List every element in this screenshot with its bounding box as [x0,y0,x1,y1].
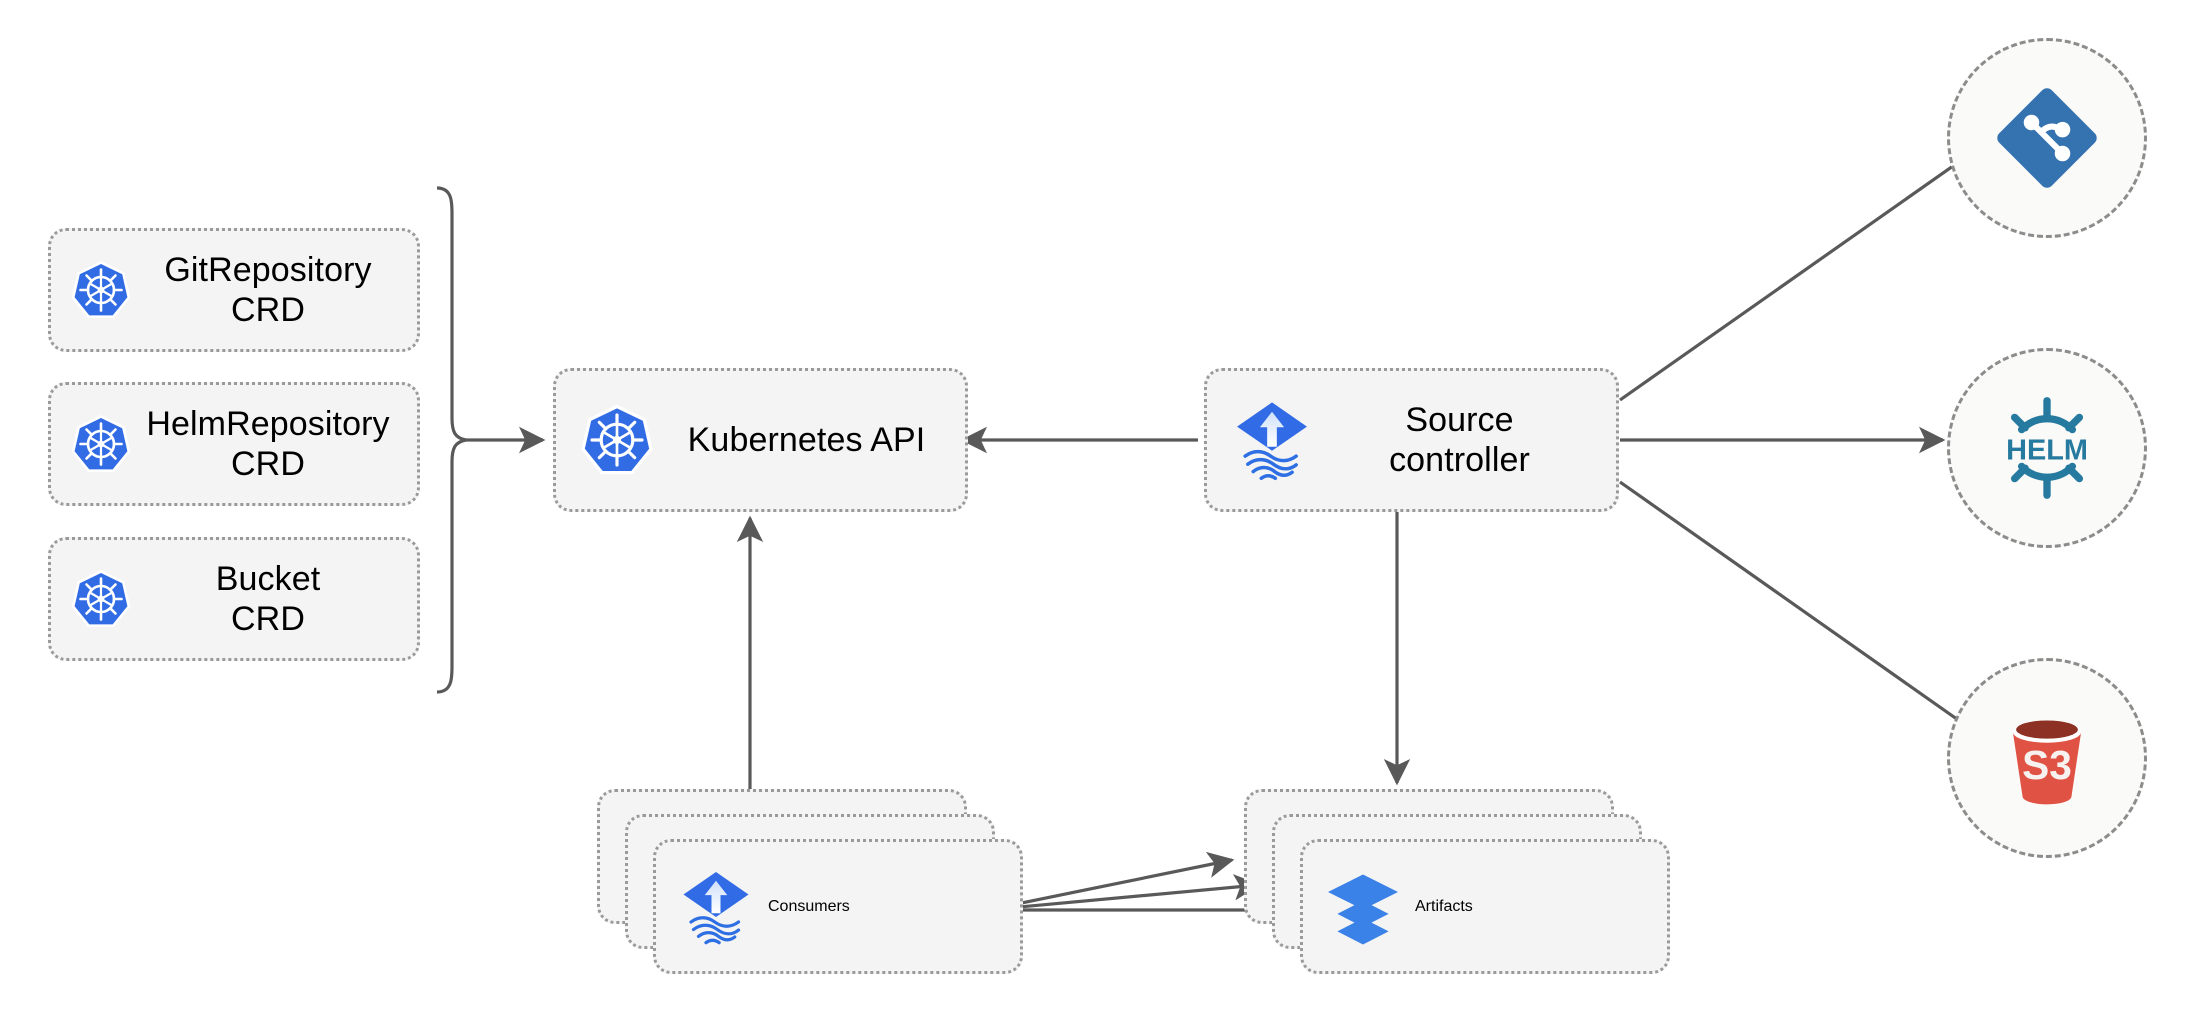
node-label: GitRepository CRD [164,250,372,329]
source-git[interactable] [1947,38,2147,238]
node-label: HelmRepository CRD [146,404,390,483]
node-kubernetes-api[interactable]: Kubernetes API [553,368,968,512]
crd-group-brace [436,186,546,694]
node-label: Source controller [1389,400,1530,479]
kubernetes-icon [69,258,133,322]
layers-icon [1323,867,1403,947]
kubernetes-icon [69,567,133,631]
edge-source-to-git [1619,131,2002,402]
git-icon [1993,84,2101,192]
stack-card-front[interactable]: Consumers [653,839,1023,974]
edge-source-to-s3 [1619,480,2000,750]
flux-icon [1229,397,1315,483]
s3-icon: S3 [1995,706,2099,810]
source-helm[interactable]: HELM [1947,348,2147,548]
source-s3[interactable]: S3 [1947,658,2147,858]
helm-wordmark: HELM [2006,434,2088,466]
node-label: Consumers [768,897,850,915]
node-label: Artifacts [1415,897,1473,915]
node-consumers[interactable]: Consumers [597,789,1027,979]
node-gitrepository-crd[interactable]: GitRepository CRD [48,228,420,352]
node-label: Kubernetes API [687,420,926,459]
s3-wordmark: S3 [2022,742,2072,788]
flux-icon [676,867,756,947]
stack-card-front[interactable]: Artifacts [1300,839,1670,974]
node-source-controller[interactable]: Source controller [1204,368,1619,512]
kubernetes-icon [578,401,656,479]
node-artifacts[interactable]: Artifacts [1244,789,1674,979]
node-label: Bucket CRD [215,559,321,638]
helm-icon: HELM [1991,392,2103,504]
kubernetes-icon [69,412,133,476]
node-helmrepository-crd[interactable]: HelmRepository CRD [48,382,420,506]
node-bucket-crd[interactable]: Bucket CRD [48,537,420,661]
